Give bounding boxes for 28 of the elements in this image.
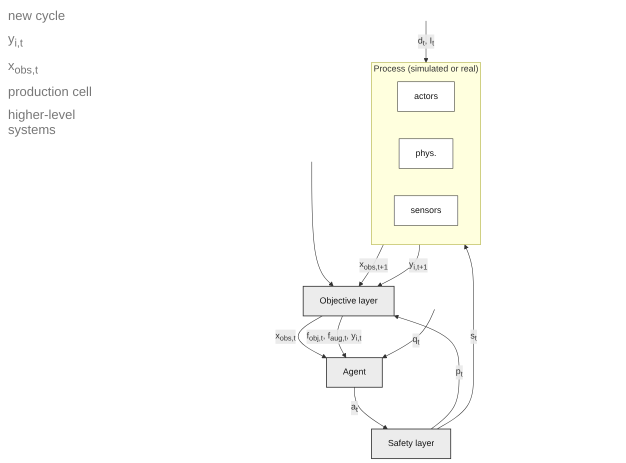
edge-label: q$_{t}$	[412, 335, 420, 346]
arrow	[424, 20, 428, 63]
edge-label: f$_{obj,t}$, f$_{aug,t}$, y$_{i,t}$	[306, 331, 362, 342]
edge-label: p$_{t}$	[456, 366, 463, 378]
node-box: Safety layer	[371, 428, 452, 460]
arrow	[298, 316, 327, 358]
arrow	[394, 314, 460, 430]
node-box: Objective layer	[302, 286, 394, 316]
arrow	[312, 162, 334, 287]
arrow	[354, 387, 388, 430]
node-box: actors	[397, 82, 455, 112]
note-text: production cell	[8, 84, 93, 100]
edge-label: s$_{t}$	[470, 331, 477, 342]
arrow	[382, 309, 435, 358]
arrow	[436, 244, 474, 430]
node-box: phys.	[398, 138, 454, 169]
edge-label: x$_{obs,t+1}$	[359, 260, 388, 271]
arrow	[377, 244, 420, 287]
node-box: Agent	[326, 357, 383, 388]
edge-label: y$_{i,t+1}$	[409, 260, 428, 271]
note-text: new cycle	[8, 8, 66, 23]
edge-label: a$_{t}$	[350, 402, 358, 414]
note-text: x$_{obs,t}$	[8, 58, 39, 76]
node-box: sensors	[394, 196, 458, 226]
edge-label: x$_{obs,t}$	[275, 331, 296, 342]
note-text: y$_{i,t}$	[8, 31, 24, 50]
edge-label: d$_{t}$, I$_{t}$	[418, 36, 434, 48]
note-text: higher-level systems	[8, 107, 76, 138]
